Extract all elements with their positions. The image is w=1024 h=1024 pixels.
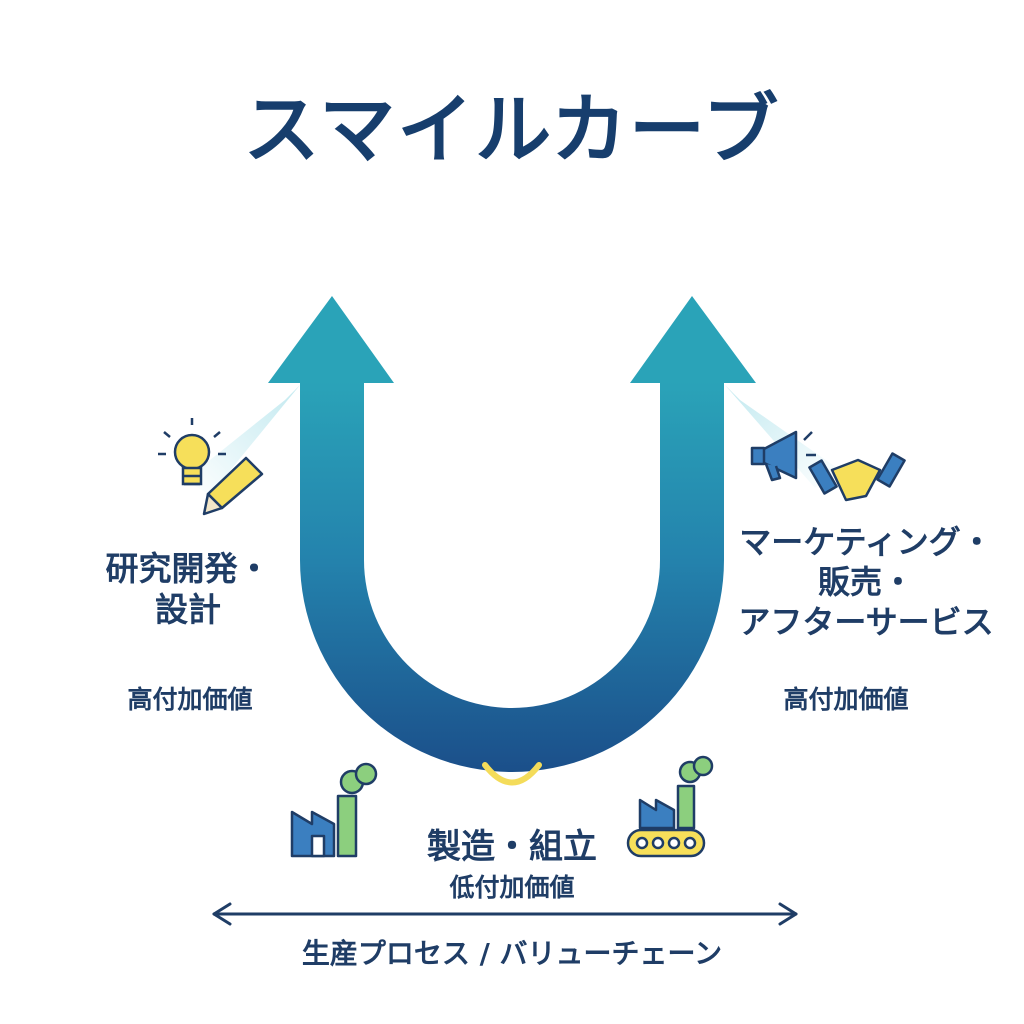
center-value-label: 低付加価値: [449, 873, 575, 902]
smile-icon: [482, 762, 542, 786]
rd-design-label: 研究開発・ 設計: [88, 548, 288, 631]
megaphone-icon: [750, 430, 816, 482]
rd-design-line2: 設計: [155, 590, 221, 630]
left-light-ray: [185, 385, 300, 495]
left-arrow-head: [268, 296, 394, 383]
value-chain-axis-arrow: [212, 902, 798, 926]
right-arrow-head: [630, 296, 756, 383]
pencil-icon: [202, 456, 264, 516]
marketing-sales-line3: アフターサービス: [738, 603, 994, 641]
marketing-sales-label: マーケティング・ 販売・ アフターサービス: [730, 522, 1002, 642]
conveyor-factory-icon: [626, 755, 714, 858]
manufacturing-label: 製造・組立: [427, 827, 597, 867]
right-value-label: 高付加価値: [783, 685, 909, 714]
rd-design-line1: 研究開発・: [105, 549, 271, 588]
left-value-label: 高付加価値: [127, 685, 253, 714]
page-title: スマイルカーブ: [243, 85, 781, 174]
right-light-ray: [725, 385, 840, 488]
handshake-icon: [808, 452, 906, 502]
smile-curve: [300, 382, 724, 772]
factory-icon: [290, 762, 378, 858]
value-chain-axis-label: 生産プロセス / バリューチェーン: [301, 937, 723, 970]
lightbulb-icon: [158, 418, 226, 486]
marketing-sales-line1: マーケティング・: [739, 523, 993, 561]
marketing-sales-line2: 販売・: [817, 563, 914, 601]
